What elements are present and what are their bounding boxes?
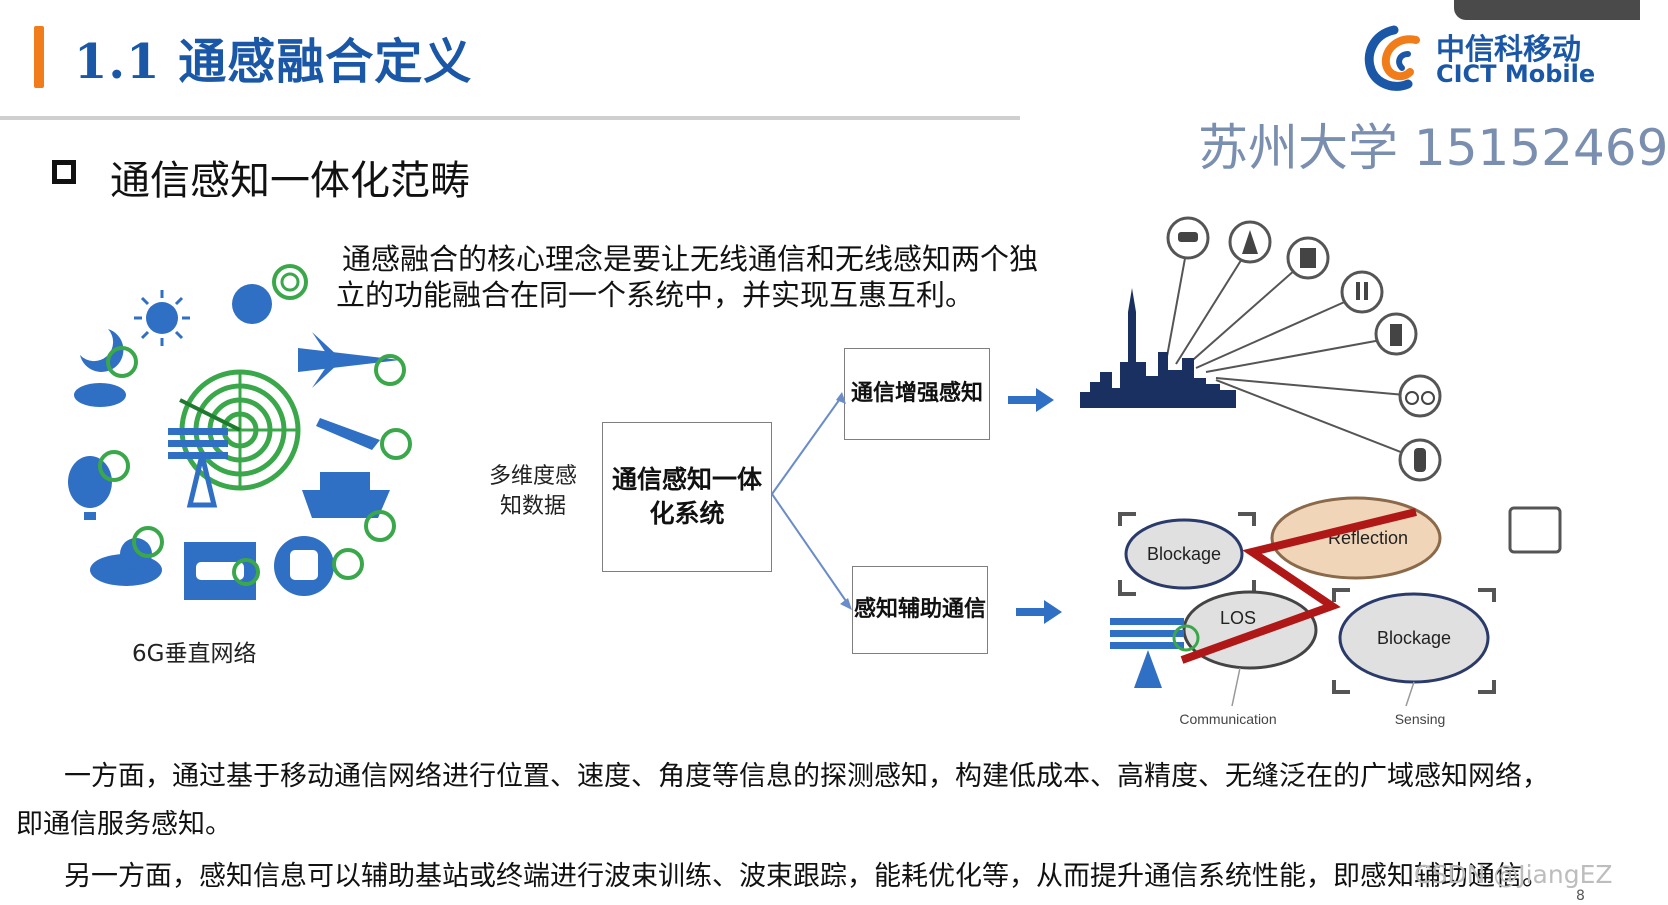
radar-icon <box>179 369 301 491</box>
body-paragraph-1-line2: 即通信服务感知。 <box>16 809 232 840</box>
multi-dimensional-data-label: 多维度感知数据 <box>488 464 577 519</box>
beam-management-illustration: Blockage Reflection LOS Blockage Communi… <box>1110 496 1562 727</box>
vertical-network-label: 6G垂直网络 <box>132 641 257 667</box>
comm-enhanced-sensing-node: 通信增强感知 <box>844 348 990 440</box>
base-station-icon <box>1110 618 1200 688</box>
tablet-icon <box>1508 506 1562 554</box>
watermark-text: 苏州大学 15152469 <box>1198 119 1668 177</box>
small-aircraft-icon <box>316 418 412 460</box>
square-bullet-icon <box>52 160 76 184</box>
top-tab <box>1454 0 1640 20</box>
los-ellipse <box>1182 590 1318 670</box>
car-icon <box>184 542 260 600</box>
reflection-label: Reflection <box>1328 528 1408 548</box>
sun-icon <box>134 290 190 346</box>
arrow-right-icon-bottom <box>1016 600 1062 624</box>
logo-text-en: CICT Mobile <box>1436 60 1596 88</box>
logo-text-cn: 中信科移动 <box>1436 32 1582 66</box>
section-heading: 通信感知一体化范畴 <box>110 158 470 204</box>
bicycle-sensing-icon <box>1398 374 1442 418</box>
blockage-left-label: Blockage <box>1147 544 1221 564</box>
train-icon <box>274 536 364 596</box>
body-paragraph-1-line1: 一方面，通过基于移动通信网络进行位置、速度、角度等信息的探测感知，构建低成本、高… <box>64 761 1549 792</box>
cargo-ship-icon <box>302 472 396 542</box>
title-divider <box>0 116 1020 120</box>
communication-label: Communication <box>1179 711 1276 727</box>
title-accent-bar <box>34 26 44 88</box>
blockage-right-label: Blockage <box>1377 628 1451 648</box>
los-label: LOS <box>1220 608 1256 628</box>
intro-text-line2: 立的功能融合在同一个系统中，并实现互惠互利。 <box>336 278 975 312</box>
branch-connectors <box>771 392 852 610</box>
csdn-watermark: CSDN @JiangEZ <box>1414 860 1613 889</box>
arrow-right-icon-top <box>1008 388 1054 412</box>
blockage-left-ellipse <box>1124 518 1244 590</box>
sensing-assisted-comm-node: 感知辅助通信 <box>852 566 988 654</box>
company-logo: 中信科移动 CICT Mobile <box>1360 24 1600 94</box>
intro-text-line1: 通感融合的核心理念是要让无线通信和无线感知两个独 <box>342 242 1039 276</box>
page-title: 1.1 通感融合定义 <box>74 34 473 90</box>
beam-path <box>1180 508 1417 664</box>
cloud-icon <box>90 526 164 586</box>
page-number: 8 <box>1576 888 1585 904</box>
logo-swirl-icon <box>1364 25 1420 91</box>
satellite-icon <box>232 264 308 324</box>
sensing-label: Sensing <box>1395 711 1446 727</box>
top-bar <box>0 0 1640 6</box>
6g-vertical-icons <box>68 264 412 600</box>
airplane-icon <box>298 332 406 388</box>
city-sensing-illustration <box>1080 216 1442 482</box>
weather-icon <box>74 329 138 407</box>
body-paragraph-2: 另一方面，感知信息可以辅助基站或终端进行波束训练、波束跟踪，能耗优化等，从而提升… <box>64 861 1549 892</box>
pedestrian-sensing-icon <box>1340 270 1384 314</box>
base-station-tower-icon <box>168 428 228 508</box>
isac-system-node: 通信感知一体化系统 <box>602 422 772 572</box>
hot-air-balloon-icon <box>68 450 130 520</box>
